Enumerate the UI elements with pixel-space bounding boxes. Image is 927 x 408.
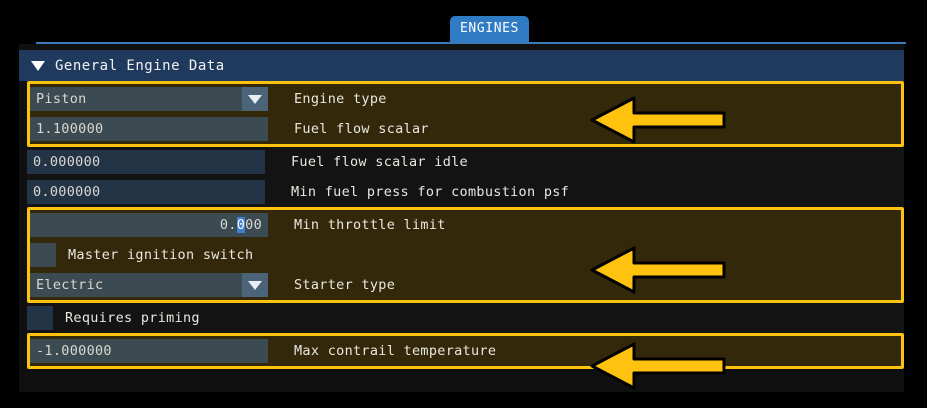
- min-fuel-press-value: 0.000000: [33, 184, 101, 200]
- row-master-ignition-switch[interactable]: Master ignition switch: [30, 240, 901, 270]
- row-max-contrail-temperature[interactable]: -1.000000 Max contrail temperature: [30, 336, 901, 366]
- section-header-general-engine-data[interactable]: General Engine Data: [19, 50, 904, 81]
- caret-down-icon[interactable]: [31, 60, 45, 71]
- fuel-flow-scalar-idle-value-cell: 0.000000: [27, 147, 279, 177]
- row-min-throttle-limit[interactable]: 0.000 Min throttle limit: [30, 210, 901, 240]
- min-throttle-limit-value-prefix: 0.: [219, 217, 237, 233]
- engines-panel: General Engine Data Piston Engine type: [19, 44, 904, 392]
- highlight-group-throttle-ignition-starter: 0.000 Min throttle limit Master ignition…: [27, 207, 904, 303]
- master-ignition-switch-checkbox[interactable]: [30, 243, 56, 267]
- group-requires-priming: Requires priming: [27, 303, 904, 333]
- engine-type-value-cell: Piston: [30, 84, 282, 114]
- engine-type-dropdown[interactable]: Piston: [30, 87, 268, 111]
- master-ignition-switch-label-cell: [282, 240, 901, 270]
- max-contrail-temperature-value-cell: -1.000000: [30, 336, 282, 366]
- tab-engines[interactable]: ENGINES: [450, 16, 529, 42]
- master-ignition-switch-value-cell: Master ignition switch: [30, 240, 282, 270]
- engine-type-label-cell: Engine type: [282, 84, 901, 114]
- fuel-flow-scalar-value-cell: 1.100000: [30, 114, 282, 144]
- requires-priming-label: Requires priming: [65, 310, 200, 326]
- engine-type-label: Engine type: [294, 91, 387, 107]
- row-fuel-flow-scalar-idle[interactable]: 0.000000 Fuel flow scalar idle: [27, 147, 904, 177]
- starter-type-value: Electric: [36, 277, 104, 293]
- min-throttle-limit-value-cell: 0.000: [30, 210, 282, 240]
- min-fuel-press-label: Min fuel press for combustion psf: [291, 184, 570, 200]
- fuel-flow-scalar-label-cell: Fuel flow scalar: [282, 114, 901, 144]
- row-engine-type[interactable]: Piston Engine type: [30, 84, 901, 114]
- fuel-flow-scalar-idle-label-cell: Fuel flow scalar idle: [279, 147, 904, 177]
- tab-engines-label: ENGINES: [460, 21, 519, 36]
- row-min-fuel-press-for-combustion-psf[interactable]: 0.000000 Min fuel press for combustion p…: [27, 177, 904, 207]
- requires-priming-checkbox[interactable]: [27, 306, 53, 330]
- max-contrail-temperature-label: Max contrail temperature: [294, 343, 497, 359]
- fuel-flow-scalar-input[interactable]: 1.100000: [30, 117, 268, 141]
- fuel-flow-scalar-idle-input[interactable]: 0.000000: [27, 150, 265, 174]
- fuel-flow-scalar-idle-label: Fuel flow scalar idle: [291, 154, 468, 170]
- highlight-group-engine-type-fuel-flow: Piston Engine type 1.100000: [27, 81, 904, 147]
- highlight-group-max-contrail-temperature: -1.000000 Max contrail temperature: [27, 333, 904, 369]
- min-throttle-limit-value-selected: 0: [236, 217, 246, 233]
- chevron-down-icon[interactable]: [242, 273, 268, 297]
- panel-bottom-bar: [19, 392, 904, 408]
- tab-strip: ENGINES: [36, 12, 906, 44]
- fuel-flow-scalar-idle-value: 0.000000: [33, 154, 101, 170]
- starter-type-value-cell: Electric: [30, 270, 282, 300]
- min-throttle-limit-label: Min throttle limit: [294, 217, 446, 233]
- starter-type-label: Starter type: [294, 277, 396, 293]
- min-throttle-limit-value: 0.000: [220, 217, 262, 233]
- min-throttle-limit-label-cell: Min throttle limit: [282, 210, 901, 240]
- min-throttle-limit-value-suffix: 00: [245, 217, 262, 233]
- fuel-flow-scalar-label: Fuel flow scalar: [294, 121, 429, 137]
- master-ignition-switch-label: Master ignition switch: [68, 247, 254, 263]
- row-starter-type[interactable]: Electric Starter type: [30, 270, 901, 300]
- group-idle-and-press: 0.000000 Fuel flow scalar idle 0.000000: [27, 147, 904, 207]
- min-fuel-press-label-cell: Min fuel press for combustion psf: [279, 177, 904, 207]
- max-contrail-temperature-input[interactable]: -1.000000: [30, 339, 268, 363]
- fuel-flow-scalar-value: 1.100000: [36, 121, 104, 137]
- engine-type-value: Piston: [36, 91, 87, 107]
- property-rows: Piston Engine type 1.100000: [27, 81, 904, 369]
- min-fuel-press-value-cell: 0.000000: [27, 177, 279, 207]
- starter-type-dropdown[interactable]: Electric: [30, 273, 268, 297]
- chevron-down-icon[interactable]: [242, 87, 268, 111]
- max-contrail-temperature-value: -1.000000: [36, 343, 112, 359]
- row-fuel-flow-scalar[interactable]: 1.100000 Fuel flow scalar: [30, 114, 901, 144]
- row-requires-priming[interactable]: Requires priming: [27, 303, 904, 333]
- min-throttle-limit-input[interactable]: 0.000: [30, 213, 268, 237]
- requires-priming-value-cell: Requires priming: [27, 303, 279, 333]
- max-contrail-temperature-label-cell: Max contrail temperature: [282, 336, 901, 366]
- min-fuel-press-input[interactable]: 0.000000: [27, 180, 265, 204]
- requires-priming-label-cell: [279, 303, 904, 333]
- section-title: General Engine Data: [55, 57, 225, 74]
- starter-type-label-cell: Starter type: [282, 270, 901, 300]
